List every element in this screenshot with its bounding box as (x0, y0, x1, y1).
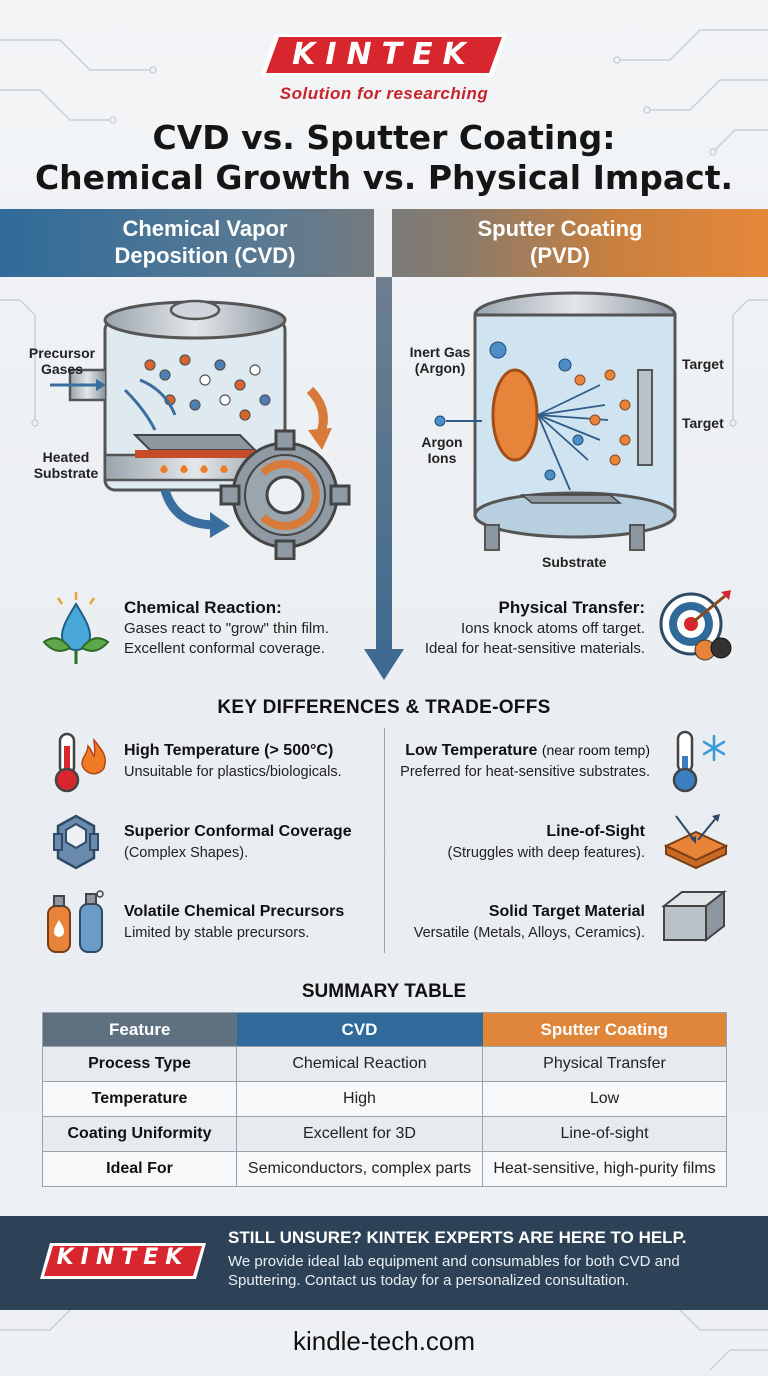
logo-badge-shape (261, 34, 507, 76)
center-down-arrow-icon (364, 277, 404, 680)
cvd-chamber-diagram (50, 299, 351, 560)
table-row: Process Type Chemical Reaction Physical … (42, 1046, 727, 1082)
kd-left-1-title: High Temperature (> 500°C) (124, 742, 334, 759)
band-gap (374, 209, 392, 277)
title-line-1: CVD vs. Sputter Coating: (152, 118, 616, 157)
argon-ions-label: Argon Ions (414, 434, 470, 466)
line-of-sight-icon (663, 814, 729, 870)
footer-body: We provide ideal lab equipment and consu… (228, 1253, 680, 1289)
footer-logo-text: KINTEK (56, 1245, 190, 1270)
page-title: CVD vs. Sputter Coating: Chemical Growth… (0, 118, 768, 198)
table-row: Temperature High Low (42, 1081, 727, 1117)
kd-right-1-title: Low Temperature (near room temp) (400, 742, 650, 760)
target-billiard-icon (659, 590, 732, 661)
precursor-line-1: Precursor (28, 345, 96, 361)
table-cell: Excellent for 3D (236, 1116, 483, 1152)
table-cell: Ideal For (42, 1151, 237, 1187)
pvd-chamber-diagram (473, 291, 677, 551)
kd-left-2-sub: (Complex Shapes). (124, 845, 249, 861)
water-drop-leaf-icon (42, 592, 110, 664)
thermometer-hot-icon (54, 732, 106, 793)
header-cvd: CVD (236, 1012, 483, 1047)
cvd-summary-title: Chemical Reaction: (124, 598, 282, 617)
argon-ion-arrow-icon (434, 415, 482, 427)
summary-table-heading: SUMMARY TABLE (301, 981, 467, 1002)
table-cell: Chemical Reaction (236, 1046, 483, 1082)
footer-logo-badge (40, 1243, 206, 1279)
table-row: Ideal For Semiconductors, complex parts … (42, 1151, 727, 1187)
inert-line-2: (Argon) (414, 360, 466, 376)
footer-logo[interactable]: KINTEK (38, 1241, 208, 1281)
pvd-summary-line-2: Ideal for heat-sensitive materials. (424, 640, 645, 657)
argon-line-1: Argon (421, 434, 463, 450)
brand-logo: KINTEK (0, 32, 768, 83)
table-cell: Line-of-sight (482, 1116, 727, 1152)
pvd-summary-line-1: Ions knock atoms off target. (461, 620, 645, 637)
logo-text: KINTEK (292, 37, 476, 72)
pvd-summary-title: Physical Transfer: (498, 598, 645, 617)
table-cell: Semiconductors, complex parts (236, 1151, 483, 1187)
table-cell: High (236, 1081, 483, 1117)
footer-banner: KINTEK STILL UNSURE? KINTEK EXPERTS ARE … (0, 1216, 768, 1310)
cvd-header-line-1: Chemical Vapor (122, 216, 288, 241)
heated-substrate-label: Heated Substrate (22, 449, 110, 481)
target-label-mid: Target (682, 415, 724, 431)
pvd-header: Sputter Coating (PVD) (390, 215, 730, 269)
inert-line-1: Inert Gas (409, 344, 471, 360)
kd-left-3-title: Volatile Chemical Precursors (124, 903, 345, 920)
cvd-header-line-2: Deposition (CVD) (114, 243, 296, 268)
table-cell: Low (482, 1081, 727, 1117)
inert-gas-label: Inert Gas (Argon) (402, 344, 478, 376)
key-differences-divider (384, 728, 385, 953)
key-differences-heading: KEY DIFFERENCES & TRADE-OFFS (217, 697, 551, 718)
table-cell: Coating Uniformity (42, 1116, 237, 1152)
kd-right-3-title: Solid Target Material (488, 903, 645, 920)
header-sputter: Sputter Coating (482, 1012, 727, 1047)
header-feature: Feature (42, 1012, 237, 1047)
heated-line-2: Substrate (33, 465, 99, 481)
table-cell: Process Type (42, 1046, 237, 1082)
heated-line-1: Heated (42, 449, 90, 465)
precursor-line-2: Gases (40, 361, 84, 377)
kd-right-1-title-main: Low Temperature (405, 742, 538, 759)
pvd-header-line-1: Sputter Coating (477, 216, 643, 241)
kd-right-2-title: Line-of-Sight (546, 823, 645, 840)
kd-right-1-title-note: (near room temp) (541, 742, 650, 758)
thermometer-cold-icon (672, 730, 726, 793)
gas-cylinders-icon (47, 890, 104, 953)
kd-left-3-sub: Limited by stable precursors. (124, 925, 310, 941)
cvd-summary-line-1: Gases react to "grow" thin film. (124, 620, 329, 637)
kd-left-2-title: Superior Conformal Coverage (124, 823, 352, 840)
table-cell: Physical Transfer (482, 1046, 727, 1082)
cvd-summary-line-2: Excellent conformal coverage. (124, 640, 325, 657)
title-line-2: Chemical Growth vs. Physical Impact. (34, 158, 734, 197)
kd-right-1-sub: Preferred for heat-sensitive substrates. (400, 764, 650, 780)
column-header-band: Chemical Vapor Deposition (CVD) Sputter … (0, 209, 768, 277)
summary-table: Feature CVD Sputter Coating Process Type… (42, 1012, 727, 1187)
complex-shape-icon (53, 814, 99, 870)
kd-right-3-sub: Versatile (Metals, Alloys, Ceramics). (413, 925, 645, 941)
precursor-gases-label: Precursor Gases (22, 345, 102, 377)
substrate-label: Substrate (542, 554, 607, 570)
kd-right-2-sub: (Struggles with deep features). (447, 845, 645, 861)
footer-heading: STILL UNSURE? KINTEK EXPERTS ARE HERE TO… (228, 1228, 687, 1247)
kd-left-1-sub: Unsuitable for plastics/biologicals. (124, 764, 342, 780)
table-row: Coating Uniformity Excellent for 3D Line… (42, 1116, 727, 1152)
brand-tagline: Solution for researching (279, 84, 489, 103)
pvd-header-line-2: (PVD) (530, 243, 590, 268)
cvd-header: Chemical Vapor Deposition (CVD) (35, 215, 375, 269)
argon-line-2: Ions (427, 450, 457, 466)
metal-block-icon (661, 889, 727, 943)
table-cell: Temperature (42, 1081, 237, 1117)
table-cell: Heat-sensitive, high-purity films (482, 1151, 727, 1187)
summary-table-header-row: Feature CVD Sputter Coating (42, 1012, 727, 1047)
website-link[interactable]: kindle-tech.com (292, 1326, 476, 1356)
target-label-top: Target (682, 356, 724, 372)
